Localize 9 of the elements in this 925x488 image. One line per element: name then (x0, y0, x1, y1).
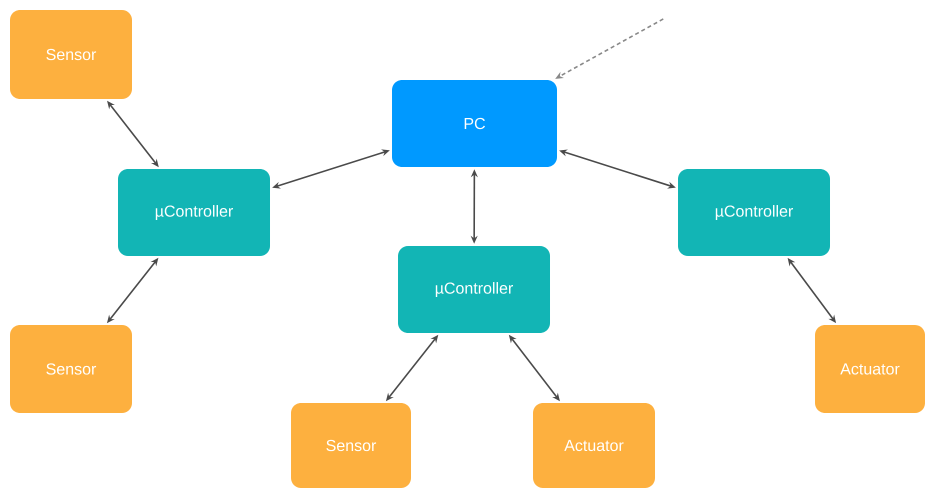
device-box: Actuator (815, 325, 925, 413)
device-box: Sensor (10, 325, 132, 413)
computer-box: PC (392, 80, 557, 167)
device-box: Sensor (10, 10, 132, 99)
controller-box: µController (678, 169, 830, 256)
controller-box: µController (118, 169, 270, 256)
controller-box: µController (398, 246, 550, 333)
device-box: Sensor (291, 403, 411, 488)
device-box: Actuator (533, 403, 655, 488)
